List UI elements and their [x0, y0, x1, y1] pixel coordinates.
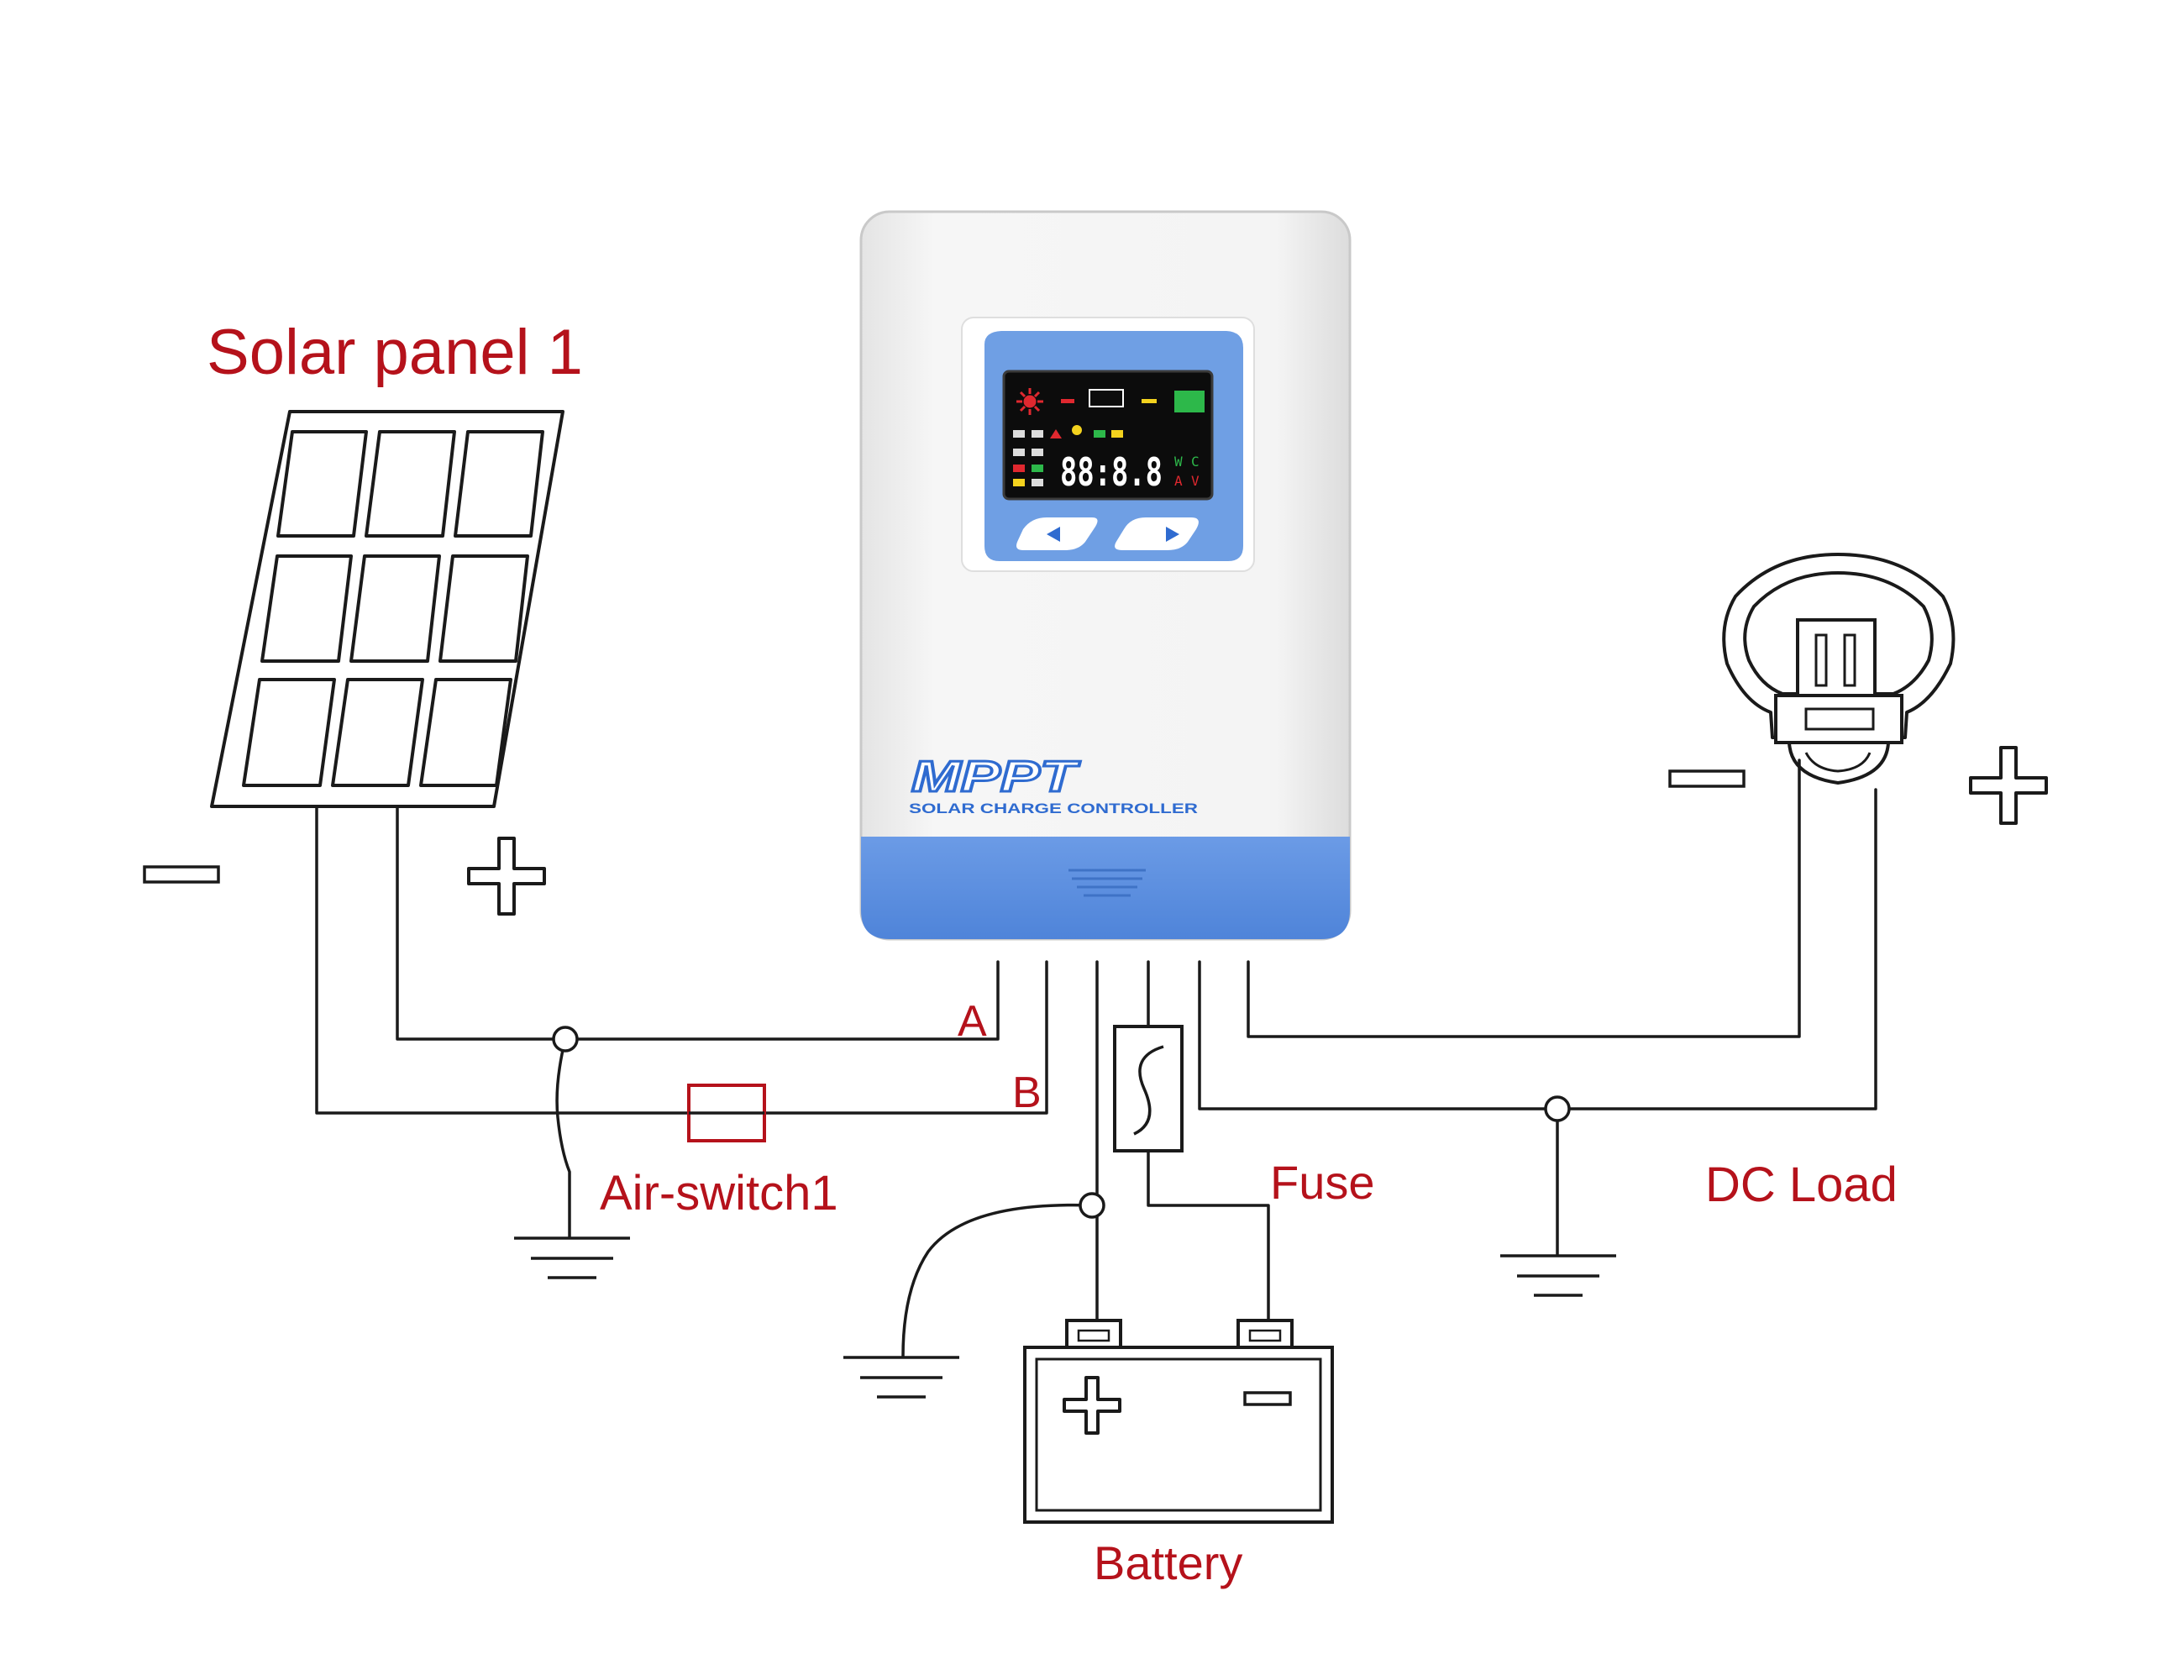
vent-slots	[1068, 869, 1146, 897]
terminal-b-label: B	[1012, 1068, 1042, 1117]
minus-icon	[143, 865, 220, 884]
svg-text:A: A	[1174, 473, 1183, 489]
left-arrow-icon	[1047, 527, 1060, 542]
ground-icon	[514, 1236, 630, 1279]
svg-text:W: W	[1174, 454, 1183, 470]
plus-icon	[1063, 1376, 1121, 1435]
plus-icon	[467, 837, 546, 916]
minus-icon	[1243, 1391, 1292, 1406]
sun-icon	[1016, 388, 1043, 415]
battery-label: Battery	[1094, 1536, 1242, 1589]
solar-panel-icon	[210, 410, 564, 808]
ground-icon	[1500, 1254, 1616, 1297]
air-switch-label: Air-switch1	[600, 1166, 838, 1221]
status-indicators: W C A V	[1013, 425, 1200, 489]
fuse-label: Fuse	[1270, 1156, 1375, 1209]
controller-brand: MPPT	[911, 753, 1081, 801]
junction-load	[1544, 1095, 1571, 1122]
air-switch-icon	[687, 1084, 766, 1142]
svg-text:C: C	[1191, 454, 1200, 470]
controller-subtitle: SOLAR CHARGE CONTROLLER	[909, 801, 1198, 816]
right-button[interactable]	[1115, 517, 1199, 550]
minus-icon	[1668, 769, 1746, 788]
svg-text:V: V	[1191, 473, 1200, 489]
fuse-icon	[1113, 1025, 1184, 1152]
lcd-screen: W C A V 88:8.8	[1002, 370, 1214, 501]
battery-icon	[1023, 1319, 1334, 1524]
right-arrow-icon	[1166, 527, 1179, 542]
terminal-a-label: A	[958, 997, 987, 1046]
junction-panel	[552, 1026, 579, 1053]
solar-cells	[242, 430, 544, 787]
charge-controller: W C A V 88:8.8 MPPT SOLAR CHARGE CONTROL…	[859, 210, 1352, 941]
dc-load-label: DC Load	[1705, 1158, 1898, 1212]
solar-panel-label: Solar panel 1	[207, 317, 583, 388]
plus-icon	[1969, 746, 2048, 825]
left-button[interactable]	[1016, 517, 1098, 550]
ground-icon	[843, 1356, 959, 1399]
light-bulb-icon	[1722, 553, 1956, 785]
lcd-digits: 88:8.8	[1060, 449, 1163, 495]
junction-battery	[1079, 1192, 1105, 1219]
wires	[315, 759, 1877, 1358]
